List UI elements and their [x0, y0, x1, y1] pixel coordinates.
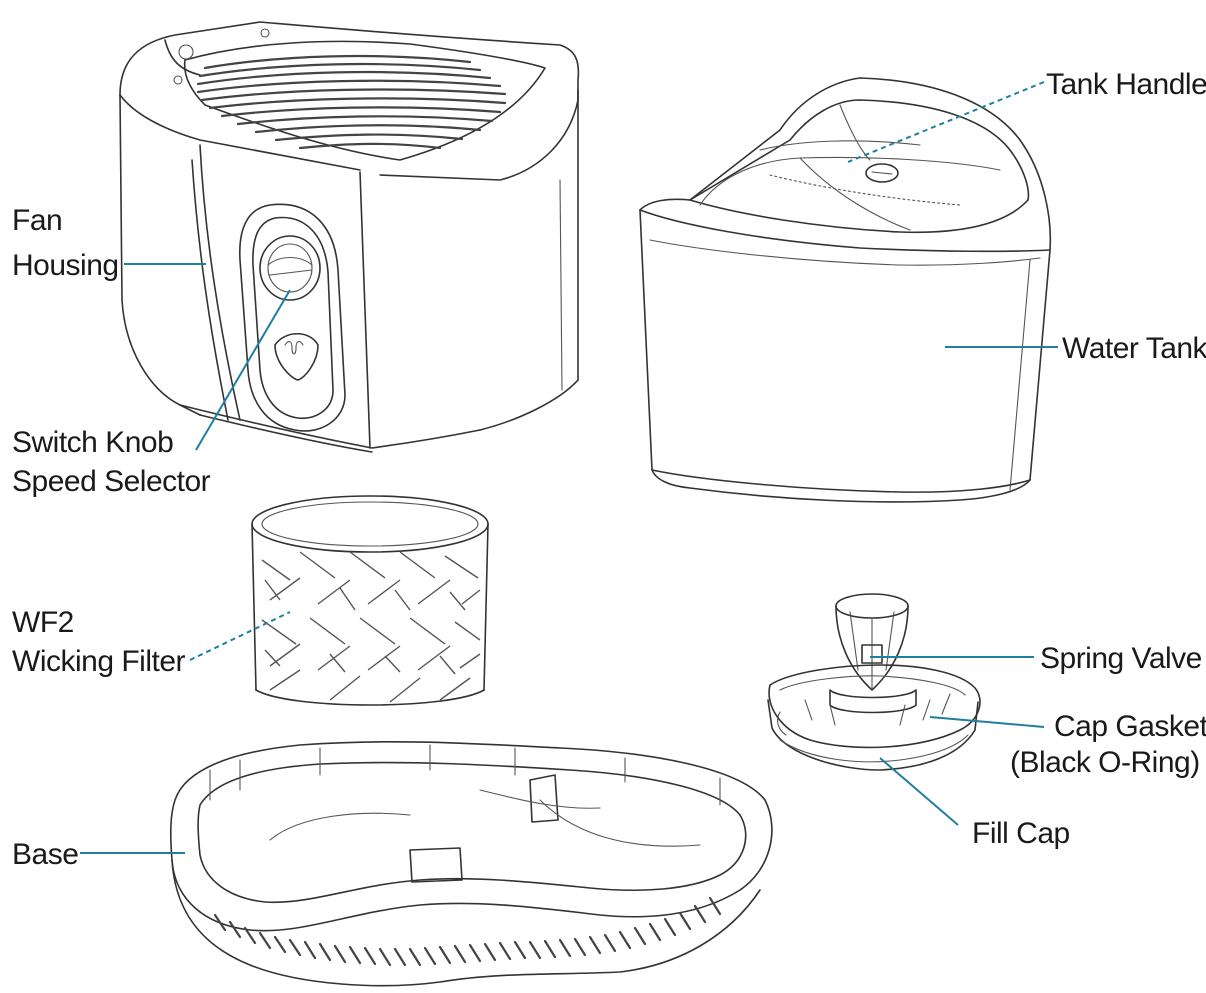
- leader-lines: [80, 81, 1058, 854]
- label-tank-handle: Tank Handle: [1046, 68, 1206, 101]
- wicking-filter-illustration: [251, 495, 489, 706]
- label-wicking-filter-line2: Wicking Filter: [12, 645, 186, 678]
- fill-cap-illustration: [767, 593, 981, 771]
- label-wicking-filter-line1: WF2: [12, 606, 74, 639]
- label-base: Base: [12, 838, 78, 871]
- label-fan-housing-line1: Fan: [12, 204, 62, 237]
- label-fill-cap: Fill Cap: [972, 817, 1070, 850]
- label-fan-housing-line2: Housing: [12, 249, 119, 282]
- filter-weave: [261, 551, 481, 703]
- grille-slats: [196, 54, 507, 150]
- label-spring-valve: Spring Valve: [1040, 642, 1202, 675]
- fan-housing-illustration: [119, 21, 580, 453]
- label-switch-knob-line2: Speed Selector: [12, 465, 211, 498]
- label-switch-knob-line1: Switch Knob: [12, 426, 173, 459]
- label-water-tank: Water Tank: [1062, 332, 1206, 365]
- water-tank-illustration: [639, 77, 1052, 503]
- base-vent-slots: [213, 896, 722, 967]
- leader-tank-handle: [847, 81, 1045, 163]
- label-cap-gasket-line2: (Black O-Ring): [1010, 746, 1200, 779]
- part-labels: Fan Housing Switch Knob Speed Selector W…: [12, 68, 1206, 871]
- leader-fill-cap: [879, 757, 959, 826]
- base-illustration: [169, 740, 773, 987]
- leader-wicking-filter: [189, 611, 291, 661]
- leader-switch-knob: [195, 289, 291, 451]
- leader-cap-gasket: [929, 716, 1045, 728]
- label-cap-gasket-line1: Cap Gasket: [1054, 710, 1206, 743]
